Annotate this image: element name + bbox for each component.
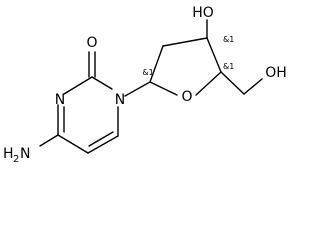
bond-c2-n3 — [63, 76, 93, 95]
stereo-label-c4prime: &1 — [223, 62, 234, 71]
bond-c4-c5 — [57, 134, 89, 154]
atom-ring-nitrogen-3: N — [55, 92, 65, 108]
bond-n1-c2 — [91, 76, 113, 90]
bond-c4-nh2 — [39, 134, 59, 147]
amine-h: H — [3, 146, 14, 162]
amine-subscript: 2 — [13, 154, 19, 165]
atom-ring-oxygen: O — [181, 89, 192, 105]
bond-c4prime-c5prime — [220, 71, 245, 95]
bond-c5-c6-double — [88, 131, 114, 147]
bond-n1-c1prime — [124, 81, 151, 97]
atom-hydroxyl-3prime: HO — [192, 5, 214, 21]
bond-c5-c6 — [87, 135, 119, 154]
bond-c1prime-c2prime — [149, 45, 164, 83]
stereo-label-c1prime: &1 — [142, 68, 153, 77]
bond-c4prime-o4prime — [195, 71, 222, 96]
bond-c5prime-oh — [243, 78, 263, 95]
cytosine-ring — [39, 51, 119, 154]
atom-carbonyl-oxygen: O — [86, 35, 97, 51]
atom-amine: H 2 N — [3, 146, 30, 165]
atom-ring-nitrogen-1: N — [115, 92, 125, 108]
deoxyribose-ring — [149, 19, 263, 96]
atom-hydroxyl-5prime: OH — [265, 65, 287, 81]
bond-o4prime-c1prime — [149, 81, 178, 96]
bond-c2prime-c3prime — [162, 37, 208, 47]
bond-c3prime-c4prime — [206, 37, 222, 73]
stereo-label-c3prime: &1 — [223, 35, 234, 44]
cytidine-structure-diagram: O N N H 2 N O HO OH &1 &1 &1 — [3, 5, 287, 165]
amine-n: N — [20, 146, 30, 162]
